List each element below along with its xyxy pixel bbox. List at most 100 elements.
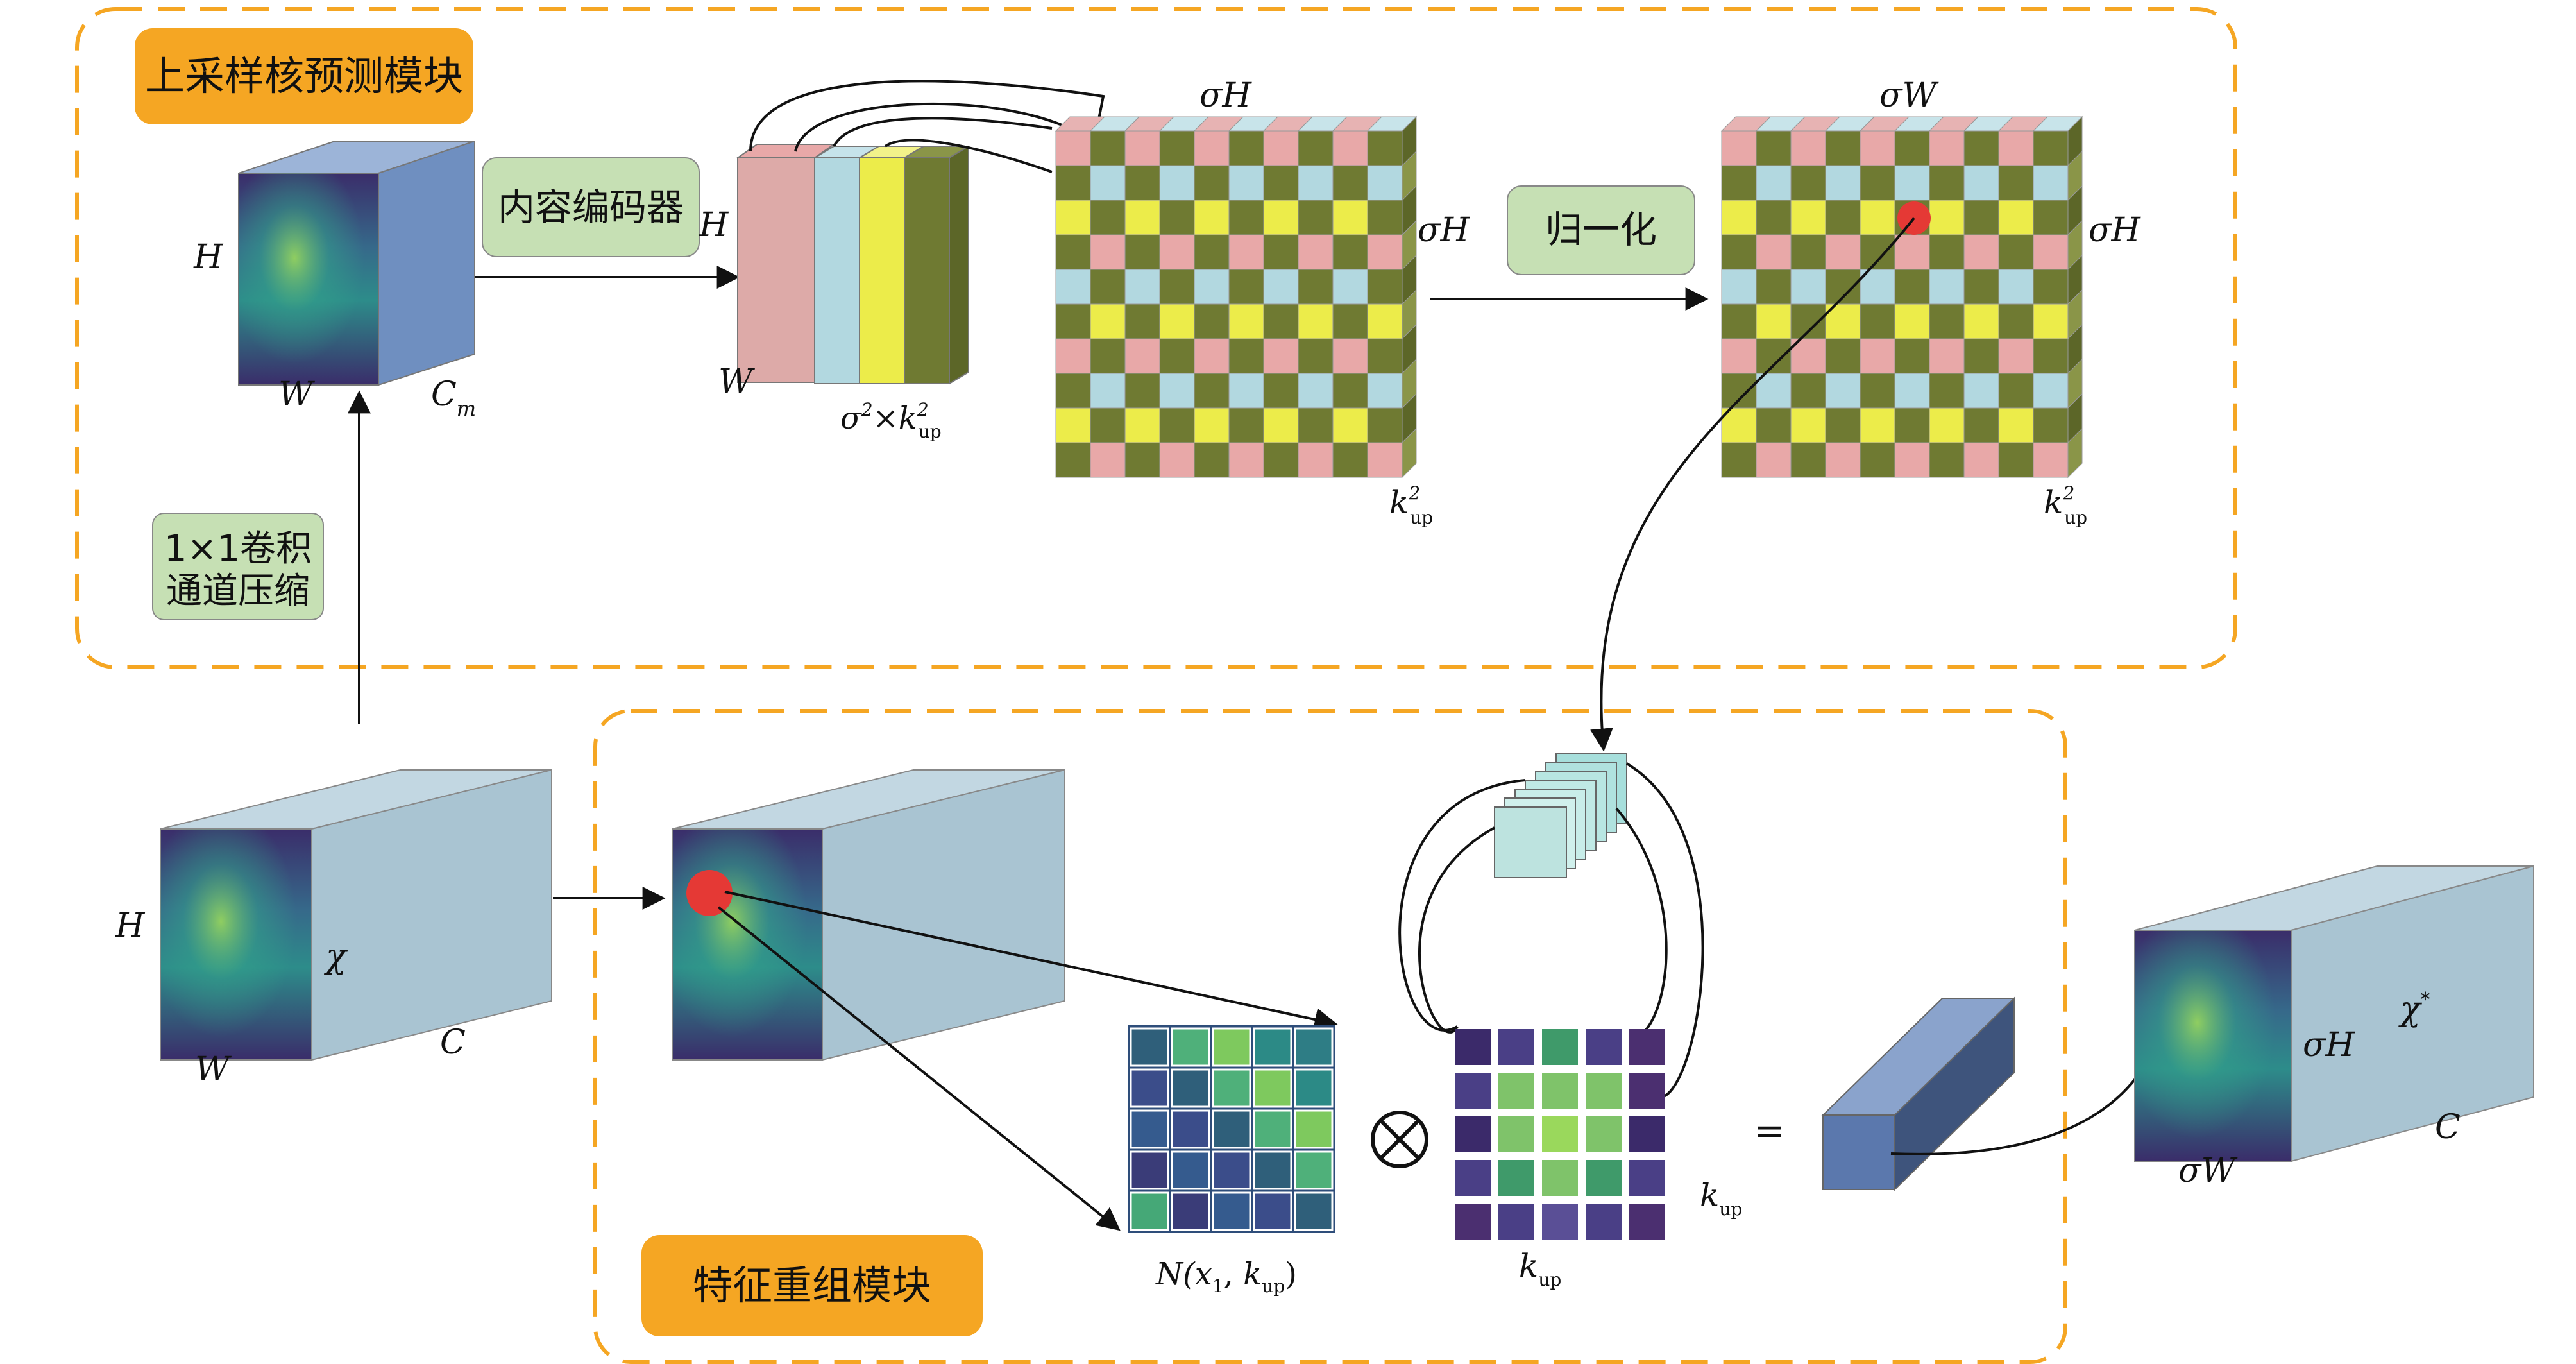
grid-cell: [1825, 234, 1861, 270]
grid-cell: [2033, 200, 2069, 235]
output-chi-label: χ*: [2398, 989, 2430, 1028]
grid-cell: [1790, 130, 1826, 166]
grid-cell: [1332, 338, 1368, 374]
kernel-cell: [1498, 1116, 1534, 1152]
kernel-cell: [1586, 1116, 1622, 1152]
patch-cell: [1212, 1027, 1251, 1067]
kernel-cell: [1455, 1116, 1491, 1152]
grid-cell: [1332, 200, 1368, 235]
grid-cell: [1367, 407, 1403, 443]
grid-cell: [1159, 130, 1195, 166]
grid-cell: [1298, 303, 1334, 339]
kernel-cell: [1498, 1204, 1534, 1240]
grid-cell: [1367, 234, 1403, 270]
grid-cell: [1963, 338, 1999, 374]
grid-cell: [1860, 407, 1895, 443]
patch-cell: [1253, 1191, 1292, 1231]
grid-cell: [1825, 165, 1861, 201]
grid-cell: [2033, 303, 2069, 339]
grid-cell: [1298, 338, 1334, 374]
grid-cell: [1194, 442, 1230, 478]
patch-cell: [1212, 1068, 1251, 1108]
grid-cell: [1263, 338, 1299, 374]
grid-cell: [1055, 373, 1091, 409]
grid-cell: [1721, 165, 1757, 201]
grid-cell: [1963, 407, 1999, 443]
grid-cell: [1263, 442, 1299, 478]
grid1-width-label: σH: [1199, 76, 1252, 115]
input-height-label: H: [115, 907, 146, 945]
patch-cell: [1171, 1068, 1210, 1108]
grid-cell: [1194, 130, 1230, 166]
grid-cell: [1263, 269, 1299, 305]
grid-cell: [1228, 234, 1264, 270]
grid-cell: [1721, 130, 1757, 166]
grid-cell: [1124, 338, 1160, 374]
grid-cell: [1090, 442, 1126, 478]
grid-cell: [1825, 200, 1861, 235]
kernel-cell: [1455, 1073, 1491, 1109]
kernel-cell: [1455, 1029, 1491, 1065]
grid-cell: [1124, 442, 1160, 478]
grid-cell: [1721, 269, 1757, 305]
kernel-cell: [1586, 1160, 1622, 1196]
grid-cell: [1055, 442, 1091, 478]
grid-cell: [1367, 165, 1403, 201]
grid-cell: [1055, 234, 1091, 270]
kernel-cell: [1498, 1029, 1534, 1065]
patch-cell: [1171, 1027, 1210, 1067]
reassembly-kernel-matrix: [1455, 1029, 1665, 1240]
grid-cell: [1090, 338, 1126, 374]
arrow-icon: [717, 906, 1121, 1231]
grid-cell: [1825, 130, 1861, 166]
grid-cell: [1860, 200, 1895, 235]
grid-cell: [1790, 165, 1826, 201]
grid-cell: [1055, 303, 1091, 339]
grid-cell: [1228, 165, 1264, 201]
grid-cell: [1090, 373, 1126, 409]
grid-cell: [1090, 234, 1126, 270]
grid-cell: [1790, 200, 1826, 235]
grid-cell: [1263, 165, 1299, 201]
grid1-height-label: σH: [1418, 211, 1470, 250]
grid-cell: [1790, 373, 1826, 409]
grid-cell: [1894, 165, 1930, 201]
grid-cell: [1367, 269, 1403, 305]
cube-height-label: H: [193, 238, 224, 277]
neighborhood-label: N(x1, kup): [1155, 1256, 1297, 1297]
grid2-width-label: σW: [1879, 76, 1938, 115]
kernel-cell: [1586, 1204, 1622, 1240]
grid-cell: [1929, 165, 1965, 201]
grid-cell: [1929, 200, 1965, 235]
grid-cell: [1963, 234, 1999, 270]
grid-cell: [1090, 269, 1126, 305]
grid-cell: [1790, 407, 1826, 443]
grid-cell: [1159, 234, 1195, 270]
grid-cell: [1228, 269, 1264, 305]
grid-cell: [1124, 234, 1160, 270]
grid-cell: [1998, 165, 2034, 201]
output-channel-label: C: [2435, 1108, 2461, 1147]
grid-cell: [1332, 234, 1368, 270]
grid-cell: [1825, 338, 1861, 374]
grid-cell: [1124, 407, 1160, 443]
grid-cell: [1228, 303, 1264, 339]
grid-cell: [1263, 373, 1299, 409]
predicted-kernel-grid: [1055, 115, 1418, 479]
svg-text:1×1卷积: 1×1卷积: [164, 528, 312, 570]
grid-cell: [1228, 442, 1264, 478]
kernel-cell: [1455, 1204, 1491, 1240]
kernel-cell: [1542, 1073, 1578, 1109]
grid-cell: [1756, 269, 1792, 305]
stack-width-label: W: [718, 362, 755, 401]
grid-cell: [1963, 303, 1999, 339]
grid-cell: [1790, 234, 1826, 270]
grid-cell: [1929, 269, 1965, 305]
kernel-cell: [1455, 1160, 1491, 1196]
grid-cell: [1090, 165, 1126, 201]
patch-cell: [1294, 1109, 1334, 1149]
input-channel-label: C: [440, 1023, 466, 1062]
grid-cell: [1825, 373, 1861, 409]
